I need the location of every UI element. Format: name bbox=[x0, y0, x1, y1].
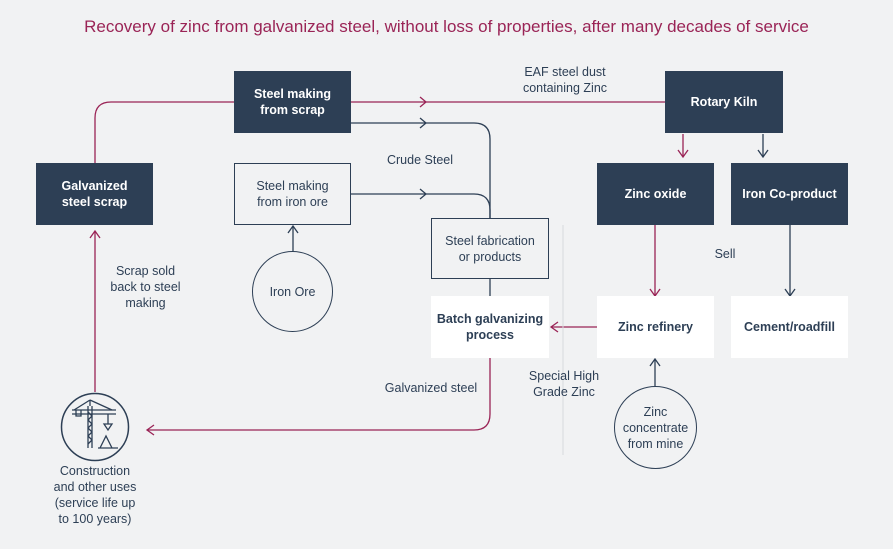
arrow-head-zinc-oxide bbox=[677, 149, 689, 159]
node-construction-icon-wrap bbox=[60, 392, 130, 462]
node-zinc-concentrate-label: Zinc concentrate from mine bbox=[622, 404, 689, 451]
node-galvanized-steel-scrap: Galvanized steel scrap bbox=[36, 163, 153, 225]
label-crude-steel: Crude Steel bbox=[386, 153, 453, 167]
node-steel-making-from-iron-ore-label: Steel making from iron ore bbox=[256, 179, 329, 209]
node-zinc-refinery-label: Zinc refinery bbox=[617, 320, 694, 334]
arrow-head-up-galvanized-scrap bbox=[89, 229, 101, 239]
node-rotary-kiln-label: Rotary Kiln bbox=[690, 95, 758, 109]
arrow-galvanizing-to-construction bbox=[147, 358, 491, 431]
node-iron-co-product: Iron Co-product bbox=[731, 163, 848, 225]
node-iron-co-product-label: Iron Co-product bbox=[742, 187, 837, 201]
node-batch-galvanizing: Batch galvanizing process bbox=[431, 296, 549, 358]
node-steel-making-from-scrap-label: Steel making from scrap bbox=[253, 87, 332, 117]
node-galvanized-steel-scrap-label: Galvanized steel scrap bbox=[61, 179, 128, 209]
label-special-high-grade-zinc: Special High Grade Zinc bbox=[528, 369, 600, 399]
node-zinc-concentrate: Zinc concentrate from mine bbox=[614, 386, 697, 469]
label-galvanized-steel: Galvanized steel bbox=[384, 381, 478, 395]
node-construction-label: Construction and other uses (service lif… bbox=[53, 464, 137, 526]
label-eaf-dust: EAF steel dust containing Zinc bbox=[522, 65, 608, 95]
node-iron-ore: Iron Ore bbox=[252, 251, 333, 332]
node-zinc-oxide-label: Zinc oxide bbox=[624, 187, 687, 201]
arrow-head-eaf-dust bbox=[419, 96, 428, 108]
arrow-head-galvanizing bbox=[549, 321, 559, 333]
node-steel-fabrication-label: Steel fabrication or products bbox=[445, 233, 535, 264]
diagram-title: Recovery of zinc from galvanized steel, … bbox=[84, 17, 809, 36]
arrow-head-iron-ore bbox=[287, 224, 299, 234]
node-zinc-refinery: Zinc refinery bbox=[597, 296, 714, 358]
label-sell: Sell bbox=[714, 247, 736, 261]
arrow-galvanized-scrap-to-steel-scrap bbox=[94, 101, 234, 163]
crane-icon bbox=[60, 392, 130, 462]
node-batch-galvanizing-label: Batch galvanizing process bbox=[436, 312, 544, 342]
node-cement-roadfill-label: Cement/roadfill bbox=[744, 320, 835, 334]
node-steel-making-from-scrap: Steel making from scrap bbox=[234, 71, 351, 133]
node-steel-making-from-iron-ore: Steel making from iron ore bbox=[234, 163, 351, 225]
node-iron-ore-label: Iron Ore bbox=[269, 284, 316, 299]
arrow-steel-scrap-to-fabrication bbox=[350, 122, 491, 218]
node-steel-fabrication: Steel fabrication or products bbox=[431, 218, 549, 279]
arrow-head-construction bbox=[145, 424, 155, 436]
node-rotary-kiln: Rotary Kiln bbox=[665, 71, 783, 133]
node-zinc-oxide: Zinc oxide bbox=[597, 163, 714, 225]
arrow-head-steel-scrap-crude bbox=[419, 117, 428, 129]
arrow-head-iron-ore-crude bbox=[419, 188, 428, 200]
arrow-head-concentrate bbox=[649, 357, 661, 367]
arrow-iron-ore-steel-to-fabrication bbox=[350, 193, 491, 218]
node-cement-roadfill: Cement/roadfill bbox=[731, 296, 848, 358]
label-scrap-sold: Scrap sold back to steel making bbox=[110, 264, 181, 310]
arrow-head-iron-coproduct bbox=[757, 149, 769, 159]
